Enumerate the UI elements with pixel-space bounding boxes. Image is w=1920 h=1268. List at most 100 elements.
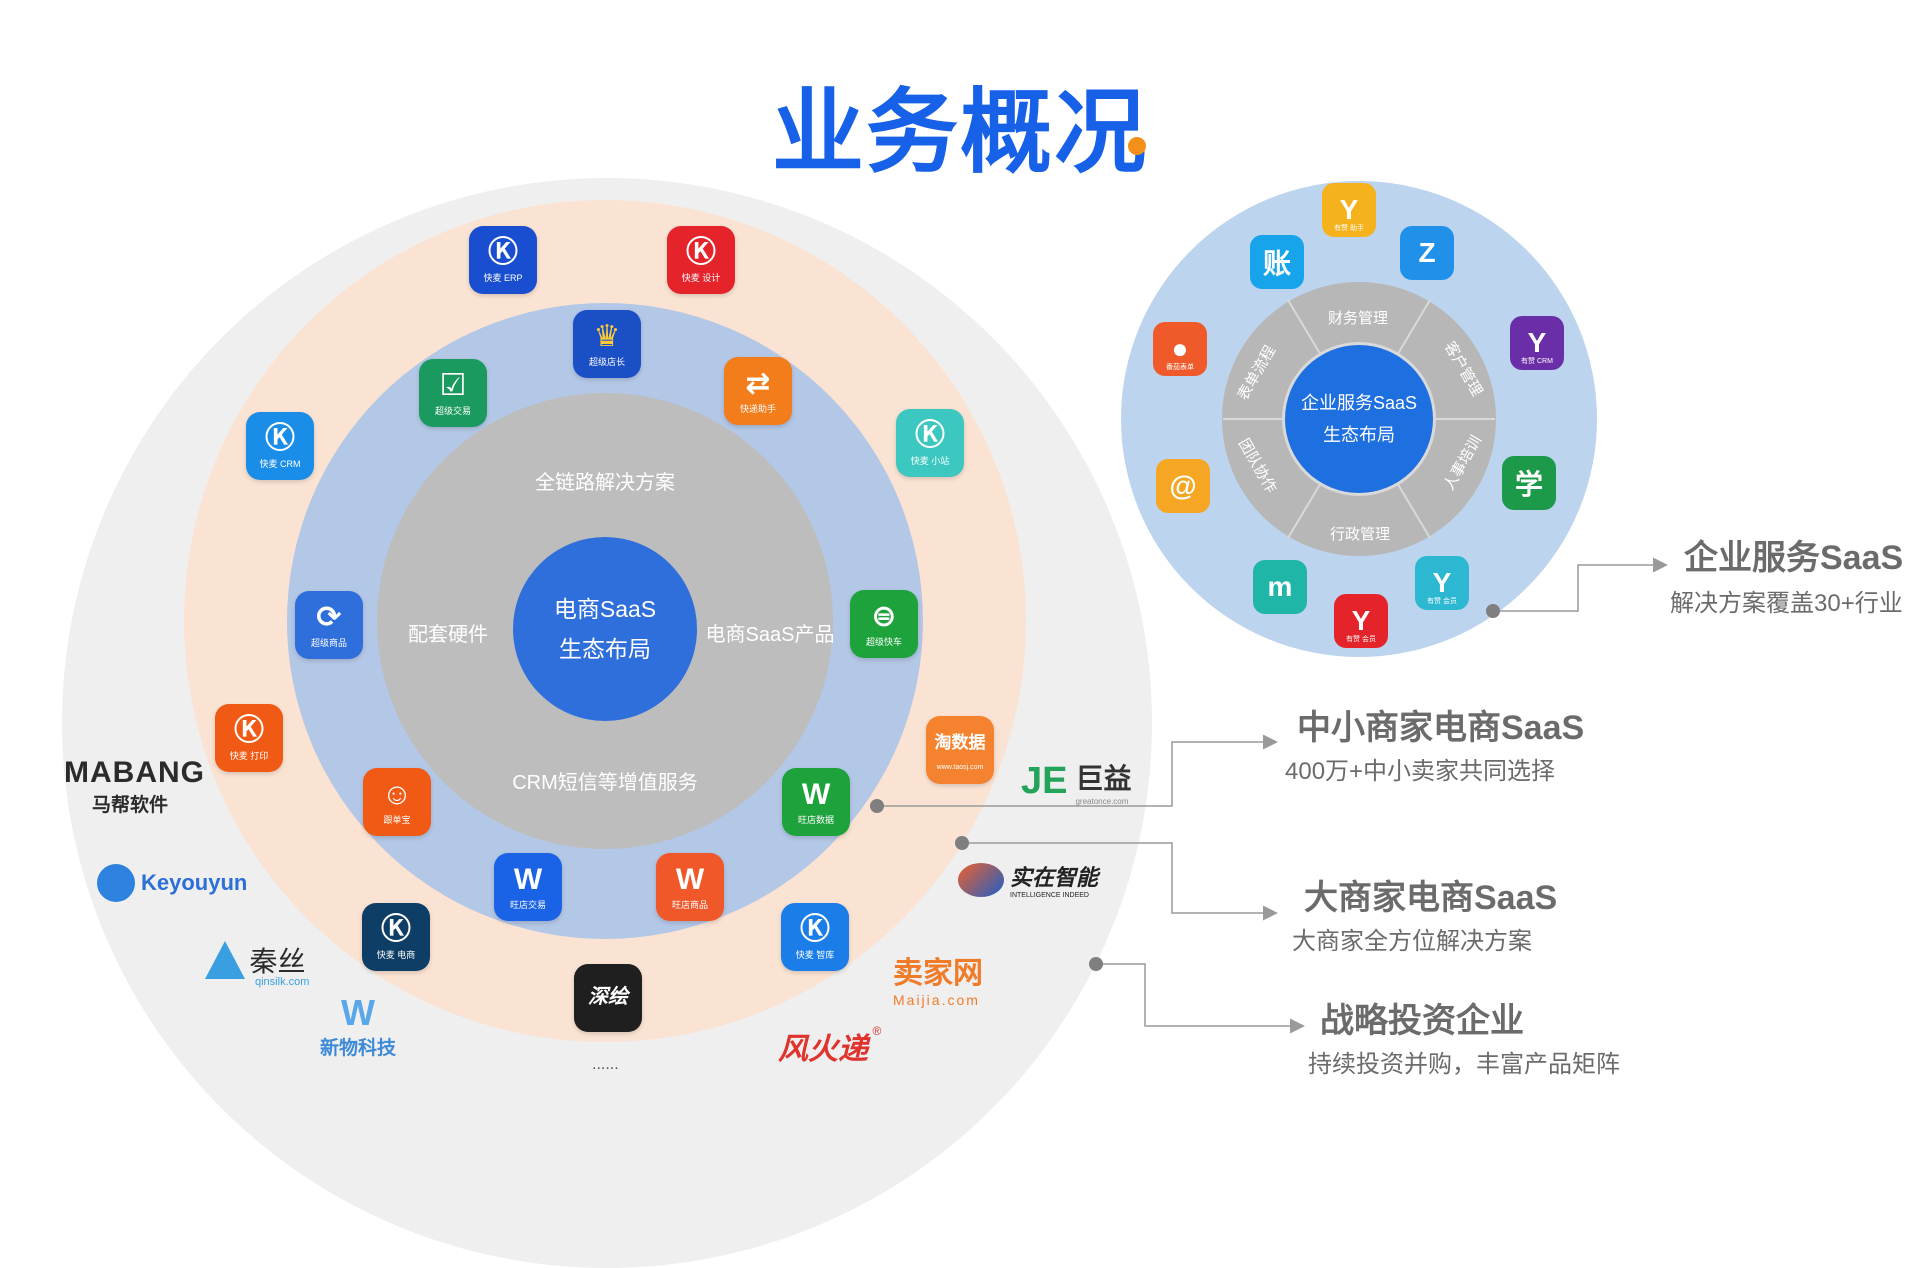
callout-dot-large [955,836,969,850]
ent-app-youzan-member-red[interactable]: Y 有赞 会员 [1334,594,1388,648]
xinwu-logo-icon: W [341,992,375,1033]
callout-investment: 战略投资企业 持续投资并购，丰富产品矩阵 [1308,993,1620,1079]
brand-maijia: 卖家网 Maijia.com [893,948,983,1008]
steering-wheel-icon: ⊜ [871,600,897,633]
y-logo-icon: Y [1432,567,1452,598]
w-logo-icon: W [675,863,705,896]
app-icon-kuaimai-crm[interactable]: Ⓚ 快麦 CRM [246,412,314,480]
ent-app-fanqie-biaodan[interactable]: ● 番茄表单 [1153,322,1207,376]
enterprise-center-line1: 企业服务SaaS [1300,393,1418,413]
inner-label-left: 配套硬件 [408,624,488,646]
app-icon-gendanbao[interactable]: ☺ 跟单宝 [363,768,431,836]
segment-caiwu: 财务管理 [1328,310,1389,327]
w-logo-icon: W [801,778,831,811]
callout-sme-title: 中小商家电商SaaS [1297,709,1585,747]
callout-enterprise-sub: 解决方案覆盖30+行业 [1670,590,1903,617]
app-icon-shenhui[interactable]: 深绘 [574,964,642,1032]
xinwu-label: 新物科技 [320,1038,397,1059]
zhang-logo-icon: 账 [1262,248,1291,279]
mabang-logo: MABANG [64,756,205,789]
refresh-icon: ⟳ [316,601,342,634]
y-logo-icon: Y [1527,327,1547,358]
at-logo-icon: @ [1169,470,1197,501]
ent-app-youzan-member-teal[interactable]: Y 有赞 会员 [1415,556,1469,610]
inner-label-right: 电商SaaS产品 [705,624,835,646]
ent-app-xue[interactable]: 学 [1502,456,1556,510]
page-title: 业务概况 [771,82,1148,184]
maijia-url: Maijia.com [893,992,980,1008]
callout-enterprise: 企业服务SaaS 解决方案覆盖30+行业 [1670,530,1903,618]
k-logo-icon: Ⓚ [915,419,945,452]
brand-xinwu: W 新物科技 [320,993,396,1060]
callout-investment-sub: 持续投资并购，丰富产品矩阵 [1308,1051,1620,1078]
ent-app-zhang[interactable]: 账 [1250,235,1304,289]
outer-ring-ellipsis: ...... [592,1056,619,1073]
brand-juyi: JE 巨益 greatonce.com [1021,757,1132,806]
app-icon-kuaimai-erp[interactable]: Ⓚ 快麦 ERP [469,226,537,294]
ent-app-youzan-crm[interactable]: Y 有赞 CRM [1510,316,1564,370]
callout-large-title: 大商家电商SaaS [1304,879,1558,917]
callout-sme: 中小商家电商SaaS 400万+中小卖家共同选择 [1285,700,1584,786]
k-logo-icon: Ⓚ [686,236,716,269]
y-logo-icon: Y [1351,605,1371,636]
brand-qinsi: 秦丝 qinsilk.com [205,940,309,988]
k-logo-icon: Ⓚ [800,913,830,946]
k-logo-icon: Ⓚ [265,422,295,455]
app-icon-chaoji-dianzhang[interactable]: ♛ 超级店长 [573,310,641,378]
app-icon-kuaimai-dayin[interactable]: Ⓚ 快麦 打印 [215,704,283,772]
keyouyun-label: Keyouyun [141,870,248,895]
callout-large: 大商家电商SaaS 大商家全方位解决方案 [1292,870,1557,956]
app-icon-wangdian-shuju[interactable]: W 旺店数据 [782,768,850,836]
crown-icon: ♛ [593,320,621,353]
xue-logo-icon: 学 [1514,469,1543,500]
title-accent-dot [1128,137,1146,155]
callout-sme-sub: 400万+中小卖家共同选择 [1285,758,1556,785]
ecommerce-center-line1: 电商SaaS [553,596,657,622]
app-icon-chaoji-kuaiche[interactable]: ⊜ 超级快车 [850,590,918,658]
shizai-logo-icon [958,862,1004,897]
smile-icon: ☺ [381,778,413,811]
app-icon-kuaidi-zhushou[interactable]: ⇄ 快递助手 [724,357,792,425]
checklist-icon: ☑ [439,369,467,402]
callout-dot-sme [870,799,884,813]
app-icon-wangdian-shangpin[interactable]: W 旺店商品 [656,853,724,921]
brand-shizai: 实在智能 INTELLIGENCE INDEED [958,860,1098,899]
ecommerce-center: 电商SaaS 生态布局 [513,537,697,721]
callout-investment-title: 战略投资企业 [1320,1002,1524,1040]
app-icon-chaoji-shangpin[interactable]: ⟳ 超级商品 [295,591,363,659]
app-icon-taoshuju[interactable]: 淘数据 www.taosj.com [926,716,994,784]
callout-enterprise-title: 企业服务SaaS [1684,539,1904,577]
app-icon-kuaimai-sheji[interactable]: Ⓚ 快麦 设计 [667,226,735,294]
y-logo-icon: Y [1339,194,1359,225]
ecommerce-center-line2: 生态布局 [559,636,651,662]
juyi-logo-icon: JE [1021,760,1068,802]
callout-large-sub: 大商家全方位解决方案 [1292,928,1532,955]
taoshuju-logo: 淘数据 [934,733,986,752]
app-icon-chaoji-jiaoyi[interactable]: ☑ 超级交易 [419,359,487,427]
qinsi-url: qinsilk.com [255,976,310,988]
callout-dot-enterprise [1486,604,1500,618]
inner-label-bottom: CRM短信等增值服务 [512,772,698,794]
callout-dot-investment [1089,957,1103,971]
k-logo-icon: Ⓚ [381,913,411,946]
juyi-url: greatonce.com [1075,797,1129,806]
brand-mabang: MABANG 马帮软件 [64,756,205,817]
brand-keyouyun: Keyouyun [97,864,247,902]
app-icon-kuaimai-zhiku[interactable]: Ⓚ 快麦 智库 [781,903,849,971]
shizai-label: 实在智能 [1010,865,1099,890]
inner-label-top: 全链路解决方案 [535,472,675,494]
ent-app-m[interactable]: m [1253,560,1307,614]
m-logo-icon: m [1267,571,1293,602]
ent-app-z[interactable]: Z [1400,226,1454,280]
mabang-cn-label: 马帮软件 [92,795,169,816]
ent-app-youzan-assistant[interactable]: Y 有赞 助手 [1322,183,1376,237]
brand-fenghuodi: 风火递 ® [778,1024,881,1068]
app-icon-wangdian-jiaoyi[interactable]: W 旺店交易 [494,853,562,921]
app-icon-kuaimai-xiaozhan[interactable]: Ⓚ 快麦 小站 [896,409,964,477]
ent-app-at[interactable]: @ [1156,459,1210,513]
registered-icon: ® [872,1024,882,1038]
z-logo-icon: Z [1418,237,1436,268]
connector-lines [877,557,1668,1034]
maijia-label: 卖家网 [893,957,983,990]
app-icon-kuaimai-dianshang[interactable]: Ⓚ 快麦 电商 [362,903,430,971]
